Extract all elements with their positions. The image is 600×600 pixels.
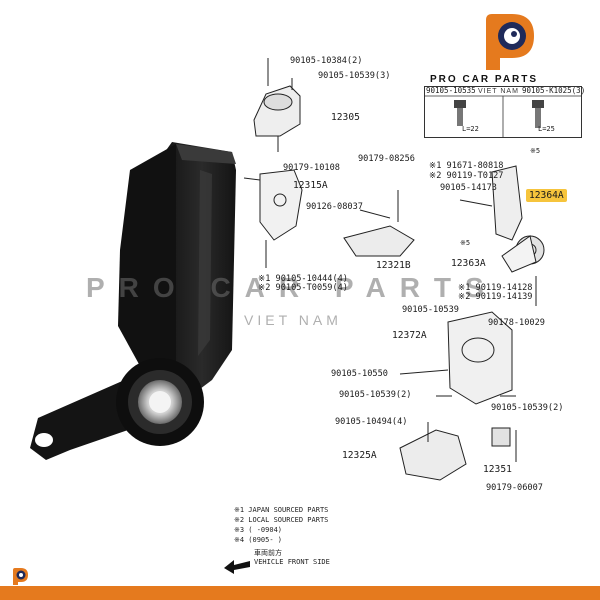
part-label: ※5: [530, 147, 541, 155]
part-label: 12305: [331, 112, 360, 123]
note-line: ※2 LOCAL SOURCED PARTS: [234, 516, 329, 524]
part-label: 90179-08256: [358, 154, 415, 164]
note-line: ※4 (0905- ): [234, 536, 283, 544]
part-label: 12315A: [293, 180, 328, 191]
part-label: 90105-10384(2): [290, 56, 363, 66]
part-label: 90105-10539: [402, 305, 459, 315]
brand-mini-logo-icon: [13, 568, 28, 585]
bolt-right-len: L=25: [538, 125, 555, 133]
part-label: 12363A: [451, 258, 486, 269]
part-label: 90105-14173: [440, 183, 497, 193]
part-label: 12321B: [376, 260, 411, 271]
watermark-sub: VIET NAM: [244, 312, 342, 328]
part-label: 90105-10539(2): [339, 390, 412, 400]
part-label: 90178-10029: [488, 318, 545, 328]
part-label: 90105-10539(2): [491, 403, 564, 413]
bolt-left-len: L=22: [462, 125, 479, 133]
part-label: ※2 90119-T0127: [429, 171, 504, 181]
parts-drawing: [243, 58, 545, 481]
part-label: ※2 90119-14139: [458, 292, 533, 302]
part-label: ※2 90105-T0059(4): [258, 283, 348, 293]
part-label: 90126-08037: [306, 202, 363, 212]
arrow-left-icon: [224, 560, 250, 574]
part-label: 90105-10494(4): [335, 417, 408, 427]
highlight-badge: 12364A: [526, 189, 567, 202]
bolt-right-part: 90105-K1025(3): [522, 86, 586, 95]
bolt-box: [424, 86, 582, 138]
brand-name: PRO CAR PARTS: [430, 74, 539, 85]
part-label: 90179-06007: [486, 483, 543, 493]
part-label: ※1 91671-80818: [429, 161, 504, 171]
part-label: 90105-10539(3): [318, 71, 391, 81]
part-label: ※1 90105-10444(4): [258, 274, 348, 284]
part-label-highlight: 12364A: [526, 189, 567, 202]
part-label: 90105-10550: [331, 369, 388, 379]
front-label-en: VEHICLE FRONT SIDE: [254, 558, 330, 566]
note-line: ※3 ( -0904): [234, 526, 283, 534]
part-label: 12325A: [342, 450, 377, 461]
note-line: ※1 JAPAN SOURCED PARTS: [234, 506, 329, 514]
part-label: ※1 90119-14128: [458, 283, 533, 293]
front-label-jp: 車両前方: [254, 549, 282, 557]
watermark-main: PRO CAR PARTS: [86, 272, 498, 303]
part-label: 12351: [483, 464, 512, 475]
part-label: 12372A: [392, 330, 427, 341]
engine-mount-photo: [30, 142, 236, 460]
part-label: 90179-10108: [283, 163, 340, 173]
brand-sub: VIET NAM: [478, 88, 519, 95]
part-label: ※5: [460, 239, 471, 247]
bottom-brand-bar: [0, 586, 600, 600]
bolt-left-part: 90105-10535: [426, 86, 476, 95]
brand-logo-icon: [486, 14, 534, 70]
